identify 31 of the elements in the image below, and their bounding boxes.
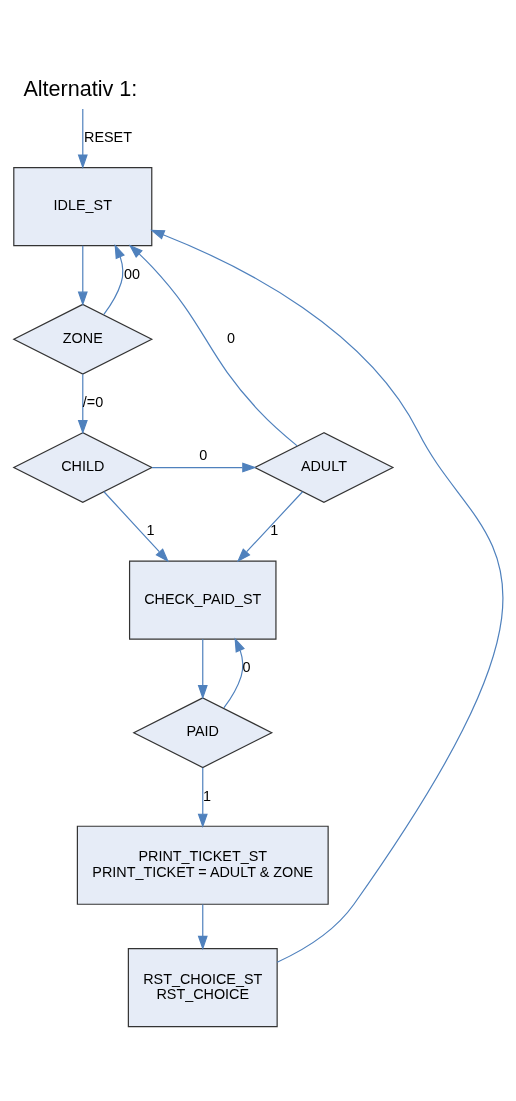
node-diamond: CHILD (11, 432, 153, 503)
edge-label: 1 (202, 787, 211, 804)
arrow (149, 229, 503, 963)
arrow (102, 244, 125, 316)
node-box: PRINT_TICKET_ST PRINT_TICKET = ADULT & ZONE (76, 825, 329, 905)
arrow (77, 108, 88, 169)
arrow (77, 245, 88, 306)
arrow (77, 373, 88, 435)
edge-label: 00 (123, 265, 140, 282)
arrow (236, 491, 303, 563)
node-diamond: ADULT (253, 432, 394, 503)
arrow (150, 462, 257, 473)
edge-label: 1 (269, 522, 278, 539)
arrow (197, 638, 208, 700)
diagram-title: Alternativ 1: (22, 76, 137, 102)
edge-label: 0 (198, 446, 207, 463)
node-box: CHECK_PAID_ST (128, 560, 277, 640)
node-diamond: ZONE (11, 303, 153, 375)
edge-label: RESET (83, 128, 132, 145)
edge-label: 0 (242, 659, 251, 676)
edge-label: 0 (226, 329, 235, 346)
node-diamond: PAID (131, 697, 273, 769)
arrow (197, 767, 208, 829)
arrow (128, 244, 298, 447)
edge-label: 1 (146, 522, 155, 539)
node-box: IDLE_ST (12, 167, 152, 247)
arrow (197, 903, 208, 951)
arrow (102, 491, 169, 563)
node-box: RST_CHOICE_ST RST_CHOICE (127, 948, 278, 1028)
edge-label: /=0 (82, 394, 103, 411)
arrow (222, 637, 245, 709)
